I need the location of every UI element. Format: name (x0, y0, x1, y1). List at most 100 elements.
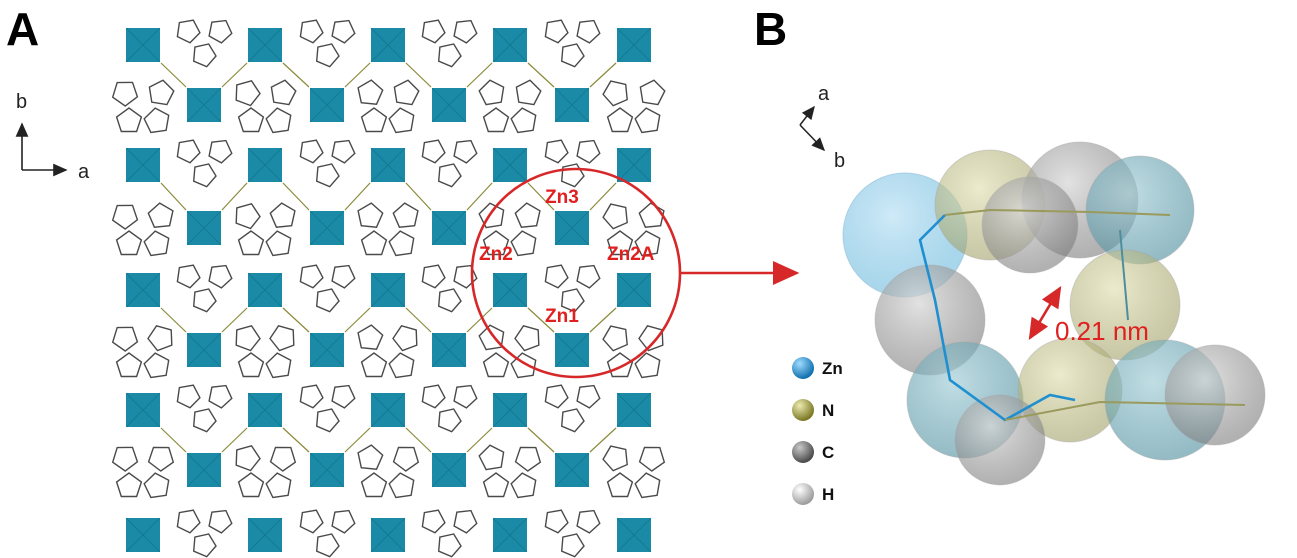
legend-h-icon (792, 483, 814, 505)
legend-zn-label: Zn (822, 359, 843, 378)
highlight-region: Zn3 Zn2 Zn2A Zn1 (470, 167, 800, 379)
imidazole-ring (576, 19, 601, 44)
zn-tetrahedron (309, 332, 345, 368)
imidazole-ring (510, 107, 537, 134)
imidazole-ring (331, 509, 356, 534)
imidazole-ring (606, 352, 634, 378)
imidazole-ring (482, 230, 510, 256)
imidazole-ring (560, 408, 585, 433)
imidazole-ring (392, 202, 419, 228)
zn-tetrahedron (370, 27, 406, 63)
imidazole-ring (437, 163, 462, 188)
imidazole-ring (634, 230, 661, 257)
imidazole-ring (265, 107, 292, 134)
imidazole-ring (392, 446, 420, 472)
imidazole-ring (357, 202, 384, 228)
imidazole-ring (639, 79, 666, 106)
imidazole-ring (437, 43, 462, 68)
axis-indicator-b: a b (799, 83, 845, 172)
imidazole-ring (510, 472, 537, 499)
zn-tetrahedron (247, 27, 283, 63)
imidazole-ring (482, 472, 510, 498)
imidazole-ring (560, 288, 585, 313)
legend-h-label: H (822, 485, 834, 504)
imidazole-ring (421, 509, 446, 534)
imidazole-ring (235, 324, 261, 352)
imidazole-ring (265, 472, 292, 499)
imidazole-ring (299, 264, 324, 289)
imidazole-ring (544, 19, 569, 44)
imidazole-ring (638, 446, 666, 472)
imidazole-ring (437, 288, 462, 313)
imidazole-ring (208, 384, 233, 409)
imidazole-ring (560, 533, 585, 558)
zn-tetrahedron (247, 147, 283, 183)
imidazole-ring (235, 79, 261, 107)
zn-tetrahedron (370, 272, 406, 308)
imidazole-ring (331, 19, 356, 44)
imidazole-ring (111, 326, 139, 352)
zn-tetrahedron (186, 332, 222, 368)
imidazole-ring (482, 107, 510, 133)
imidazole-ring (269, 324, 295, 352)
imidazole-ring (602, 80, 628, 107)
imidazole-ring (357, 324, 384, 350)
imidazole-ring (115, 107, 143, 133)
imidazole-ring (147, 324, 173, 352)
imidazole-ring (634, 352, 661, 379)
imidazole-ring (360, 352, 388, 378)
zn-tetrahedron (616, 517, 652, 553)
zn-tetrahedron (492, 272, 528, 308)
imidazole-ring (331, 139, 356, 164)
imidazole-ring (421, 139, 446, 164)
imidazole-ring (237, 230, 265, 256)
highlight-circle (470, 167, 682, 379)
distance-label: 0.21 nm (1055, 316, 1149, 346)
zn-tetrahedron (125, 392, 161, 428)
imidazole-ring (482, 352, 510, 378)
imidazole-ring (315, 43, 340, 68)
imidazole-ring (393, 79, 420, 106)
imidazole-ring (299, 139, 324, 164)
imidazole-ring (602, 325, 628, 352)
imidazole-ring (544, 509, 569, 534)
imidazole-ring (192, 533, 217, 558)
zn-tetrahedron (125, 517, 161, 553)
imidazole-ring (143, 107, 170, 134)
imidazole-ring (111, 446, 139, 472)
zn-tetrahedron (186, 452, 222, 488)
imidazole-ring (478, 324, 505, 351)
zn-tetrahedron (247, 392, 283, 428)
zn-tetrahedron (431, 210, 467, 246)
zn-tetrahedron (616, 272, 652, 308)
zn-tetrahedron (186, 87, 222, 123)
imidazole-ring (331, 264, 356, 289)
imidazole-ring (388, 472, 415, 499)
imidazole-ring (437, 408, 462, 433)
zn-tetrahedron (370, 147, 406, 183)
imidazole-ring (576, 384, 601, 409)
legend-n-label: N (822, 401, 834, 420)
imidazole-ring (357, 444, 384, 470)
legend-zn-icon (792, 357, 814, 379)
zn-tetrahedra (125, 27, 652, 553)
axis-label-a: a (78, 161, 90, 183)
imidazole-ring (560, 163, 585, 188)
imidazole-ring (602, 445, 628, 472)
imidazole-ring (315, 408, 340, 433)
imidazole-ring (514, 446, 542, 472)
zn-tetrahedron (309, 452, 345, 488)
imidazole-ring (176, 19, 201, 44)
zn-tetrahedron (125, 272, 161, 308)
zn-tetrahedron (125, 27, 161, 63)
imidazole-ring (453, 384, 478, 409)
axis-indicator-a: b a (15, 91, 90, 183)
imidazole-ring (388, 230, 415, 257)
zn2a-label: Zn2A (607, 244, 655, 265)
imidazole-ring (269, 202, 296, 228)
zn-tetrahedron (492, 27, 528, 63)
imidazole-ring (360, 107, 388, 133)
imidazole-ring (237, 107, 265, 133)
imidazole-ring (421, 19, 446, 44)
